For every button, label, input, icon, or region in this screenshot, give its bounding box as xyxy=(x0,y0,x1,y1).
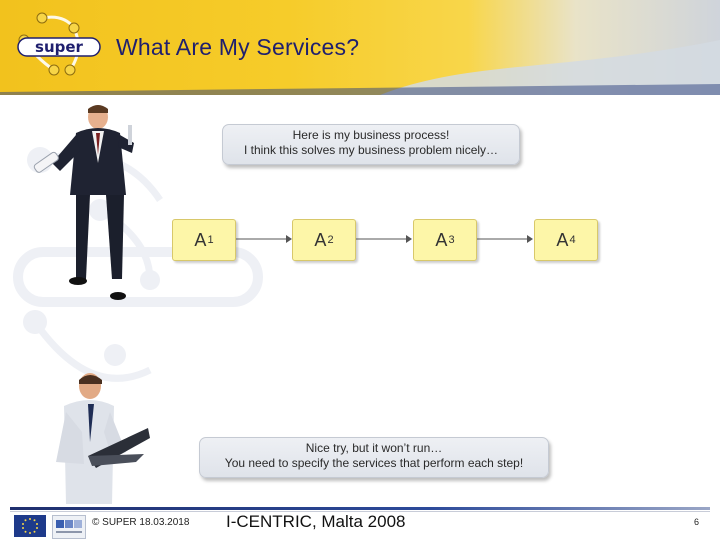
header-banner: super What Are My Services? xyxy=(0,0,720,95)
activity-label: A xyxy=(194,229,207,250)
ist-programme-logo-icon xyxy=(52,515,86,539)
activity-index: 1 xyxy=(207,234,214,246)
bubble-line-2: I think this solves my business problem … xyxy=(243,143,499,157)
arrow-right-icon xyxy=(236,235,292,243)
activity-index: 3 xyxy=(448,234,455,246)
header-swoosh-decoration xyxy=(0,40,720,95)
footer-copyright: © SUPER 18.03.2018 xyxy=(92,517,190,528)
it-engineer-figure xyxy=(52,372,162,504)
activity-label: A xyxy=(435,229,448,250)
bubble-line-1: Nice try, but it won’t run… xyxy=(305,441,443,455)
arrow-right-icon xyxy=(477,235,533,243)
super-logo: super xyxy=(17,12,101,76)
bubble-line-1: Here is my business process! xyxy=(292,128,450,142)
bubble-line-2: You need to specify the services that pe… xyxy=(224,456,524,470)
page-number: 6 xyxy=(694,517,700,527)
footer-conference: I-CENTRIC, Malta 2008 xyxy=(226,512,406,531)
footer-divider-thin xyxy=(10,511,710,512)
page-title: What Are My Services? xyxy=(116,34,360,60)
activity-index: 2 xyxy=(327,234,334,246)
activity-label: A xyxy=(314,229,327,250)
footer-divider xyxy=(10,507,710,510)
activity-index: 4 xyxy=(569,234,576,246)
logo-text: super xyxy=(35,38,84,56)
arrow-right-icon xyxy=(356,235,412,243)
speech-bubble-business: Here is my business process! I think thi… xyxy=(222,124,520,165)
super-watermark xyxy=(13,147,263,382)
speech-bubble-it: Nice try, but it won’t run… You need to … xyxy=(199,437,549,478)
activity-label: A xyxy=(556,229,569,250)
businessman-figure xyxy=(30,103,150,303)
eu-flag-icon xyxy=(14,515,46,537)
